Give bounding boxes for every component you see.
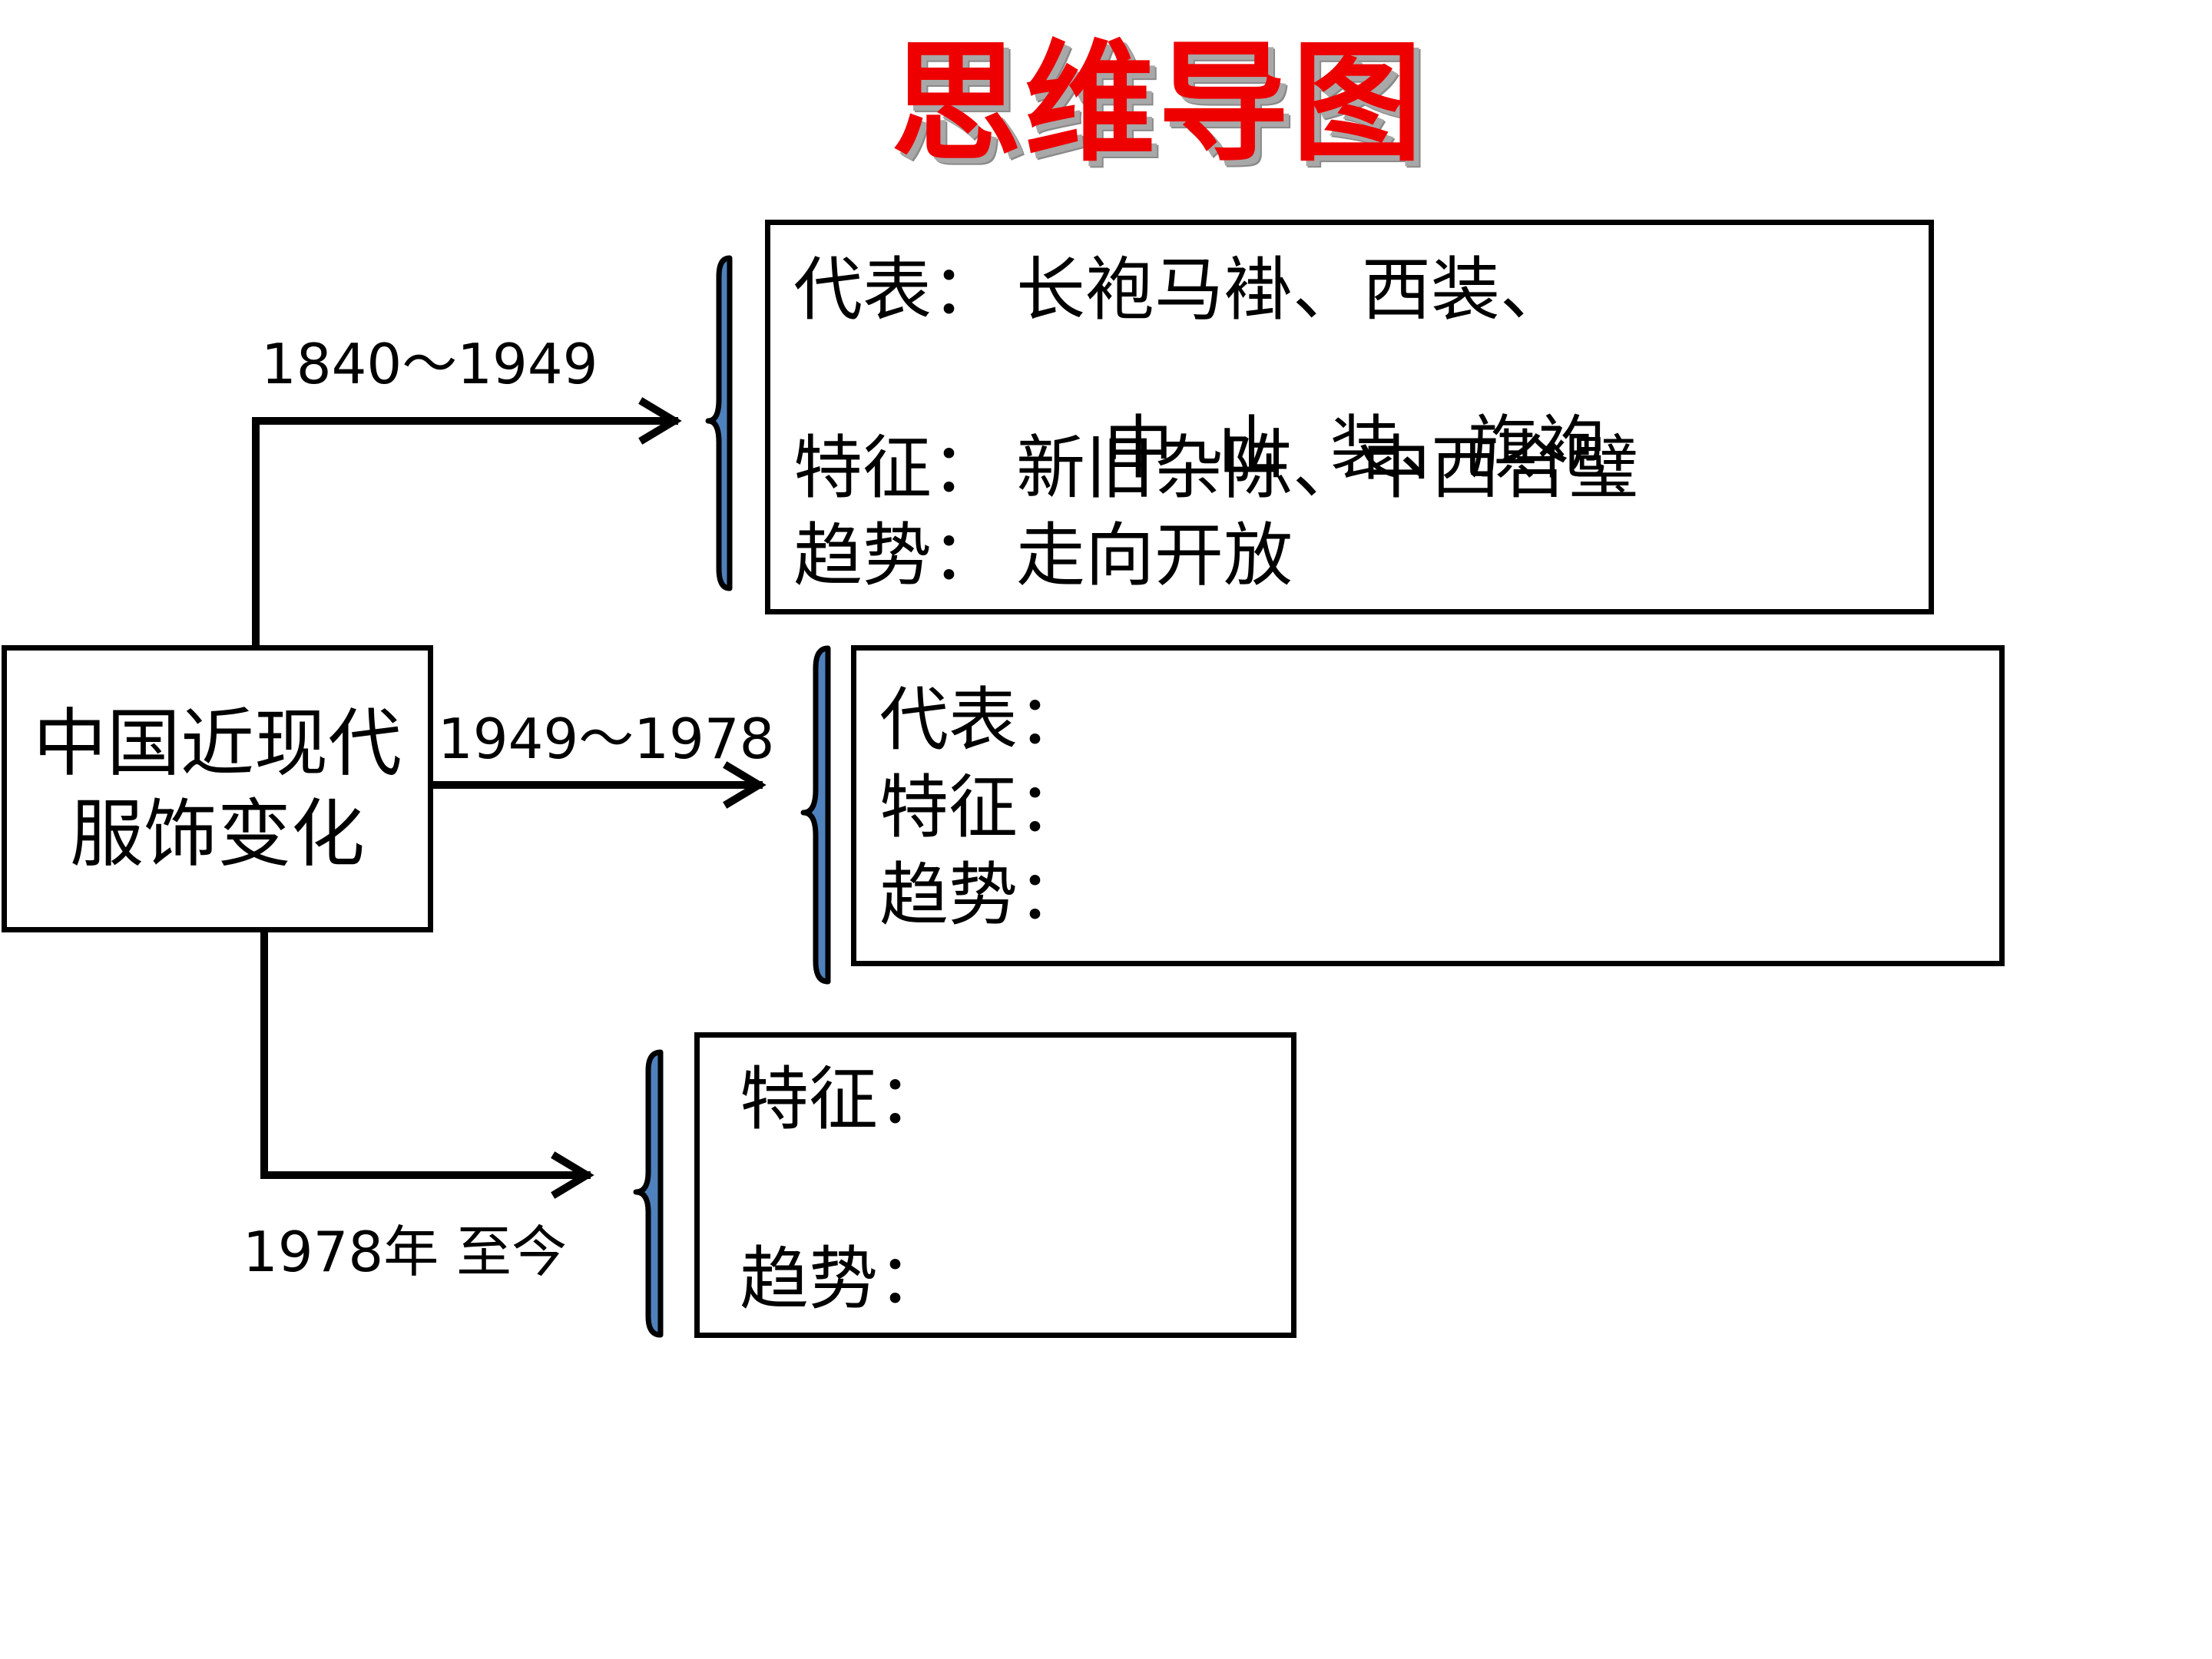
representative-value-continued: 中 山 装、旗袍 — [1104, 408, 1607, 488]
feature-value: 新旧杂陈、中西合璧 — [1016, 428, 1638, 508]
root-line-2: 服饰变化 — [70, 791, 365, 877]
representative-row: 代表：长袍马褂、西装、 — [793, 256, 1569, 325]
root-node: 中国近现代 服饰变化 — [2, 645, 433, 932]
brace-1949-1978 — [800, 645, 831, 985]
period-label-1949-1978: 1949～1978 — [438, 707, 775, 771]
trend-label: 趋势： — [793, 515, 1001, 596]
trend-row: 趋势：走向开放 — [793, 522, 1293, 591]
period-label-1840-1949: 1840～1949 — [261, 332, 598, 396]
feature-label: 特征： — [740, 1059, 947, 1140]
brace-1978-present — [633, 1049, 664, 1338]
representative-label: 代表： — [879, 680, 1087, 760]
root-node-text: 中国近现代 服饰变化 — [25, 698, 409, 879]
arrowhead-1949-1978 — [723, 761, 767, 809]
info-box-1949-1978: 代表： 特征： 趋势： — [851, 645, 2005, 966]
connector-line-1840-1949 — [252, 417, 678, 649]
representative-label: 代表： — [793, 250, 1001, 330]
trend-value: 走向开放 — [1016, 515, 1293, 596]
feature-row: 特征：新旧杂陈、中西合璧 — [793, 434, 1638, 503]
representative-row-continued: 中 山 装、旗袍 — [1016, 345, 1607, 552]
trend-label: 趋势： — [879, 855, 1087, 935]
feature-label: 特征： — [793, 428, 1001, 508]
representative-row: 代表： — [879, 686, 1087, 755]
brace-1840-1949 — [705, 255, 733, 591]
trend-label: 趋势： — [740, 1239, 947, 1320]
connector-line-1978-present — [260, 929, 591, 1179]
root-line-1: 中国近现代 — [33, 700, 402, 786]
feature-label: 特征： — [879, 767, 1087, 848]
arrowhead-1840-1949 — [638, 397, 682, 445]
diagram-title: 思维导图 — [891, 28, 1426, 180]
arrowhead-1978-present — [551, 1151, 594, 1199]
trend-row: 趋势： — [879, 861, 1087, 930]
info-box-1978-present: 特征： 趋势： — [694, 1032, 1296, 1338]
trend-row: 趋势： — [740, 1245, 947, 1314]
feature-row: 特征： — [740, 1065, 947, 1134]
period-label-1978-present: 1978年 至今 — [243, 1220, 568, 1284]
info-box-1840-1949: 代表：长袍马褂、西装、 中 山 装、旗袍 特征：新旧杂陈、中西合璧 趋势：走向开… — [765, 220, 1934, 614]
representative-value: 长袍马褂、西装、 — [1016, 250, 1569, 330]
feature-row: 特征： — [879, 773, 1087, 843]
